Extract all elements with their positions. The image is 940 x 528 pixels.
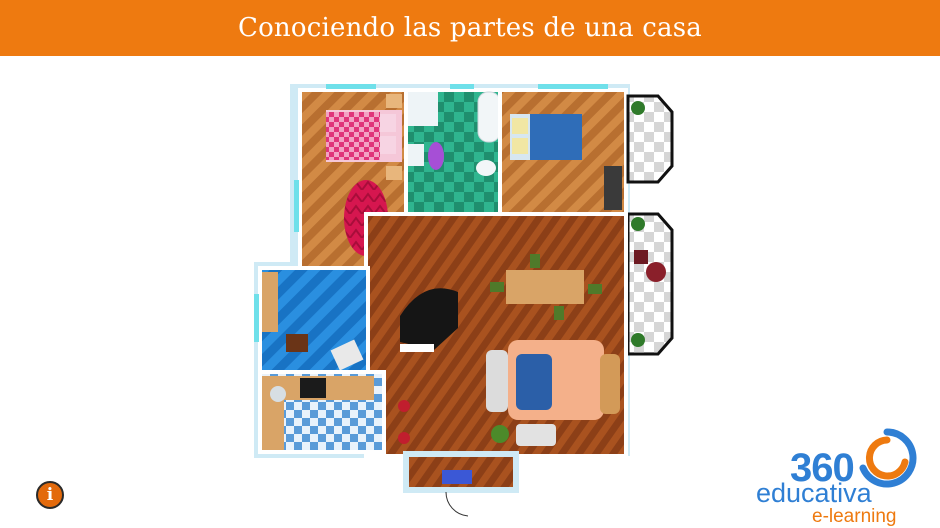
info-icon: i xyxy=(46,485,54,505)
balcony-top xyxy=(626,94,674,184)
entrance xyxy=(403,451,519,517)
bathroom xyxy=(404,88,504,218)
logo-number: 360 xyxy=(790,446,855,490)
ring-logo-icon xyxy=(859,428,917,488)
bedroom-2 xyxy=(498,88,628,218)
page-title: Conociendo las partes de una casa xyxy=(237,13,702,43)
house-floor-plan xyxy=(254,84,674,517)
balcony-right xyxy=(626,212,674,356)
360-educativa-logo: 360 educativa e-learning xyxy=(752,428,932,528)
kids-room xyxy=(258,266,370,376)
info-button[interactable]: i xyxy=(36,481,64,509)
header-bar: Conociendo las partes de una casa xyxy=(0,0,940,56)
logo-tagline: e-learning xyxy=(812,506,897,527)
kitchen xyxy=(258,370,386,454)
logo-brand: educativa xyxy=(756,478,872,508)
living-room xyxy=(364,212,628,458)
